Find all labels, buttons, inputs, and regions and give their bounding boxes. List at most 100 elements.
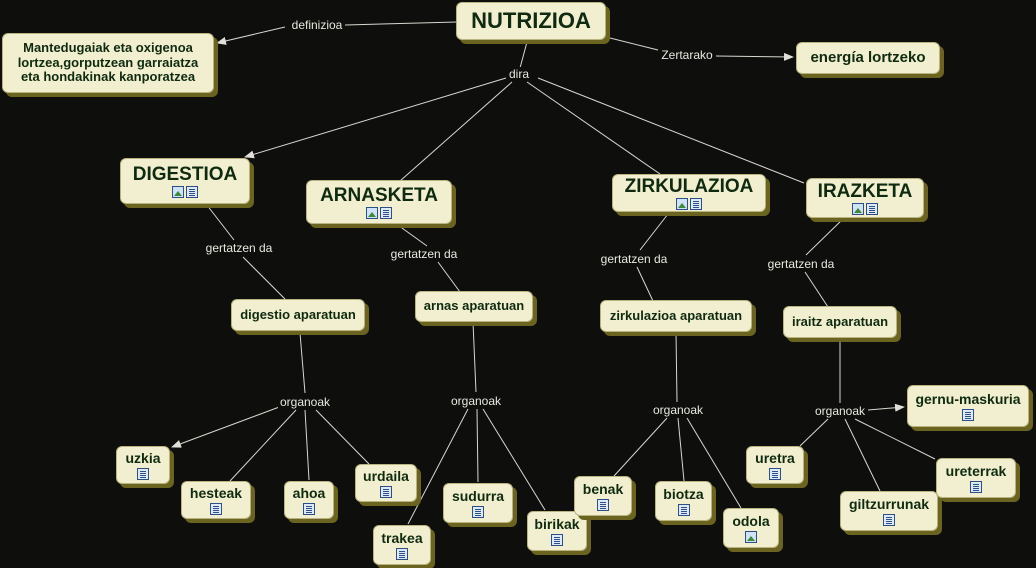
connector-irazketa-gertatzen bbox=[805, 216, 846, 256]
node-odola[interactable]: odola bbox=[723, 508, 779, 548]
node-birikak-label: birikak bbox=[534, 516, 580, 533]
node-sudurra[interactable]: sudurra bbox=[443, 483, 513, 523]
node-ahoa[interactable]: ahoa bbox=[284, 481, 334, 519]
link-label-definizioa: definizioa bbox=[289, 18, 345, 32]
node-uretra[interactable]: uretra bbox=[746, 446, 804, 484]
node-gernu-maskuria[interactable]: gernu-maskuria bbox=[907, 385, 1029, 427]
node-sudurra-label: sudurra bbox=[451, 488, 505, 505]
connector-organoak-ureterrak bbox=[854, 418, 936, 460]
image-icon[interactable] bbox=[852, 203, 864, 216]
node-odola-label: odola bbox=[732, 513, 770, 530]
node-arnas-aparatuan-label: arnas aparatuan bbox=[423, 298, 525, 314]
node-giltzurrunak-label: giltzurrunak bbox=[848, 496, 930, 513]
node-giltzurrunak[interactable]: giltzurrunak bbox=[840, 491, 938, 531]
node-urdaila[interactable]: urdaila bbox=[355, 464, 417, 502]
node-hesteak[interactable]: hesteak bbox=[181, 481, 251, 519]
connector-gertatzen-arnas bbox=[437, 261, 461, 293]
image-icon[interactable] bbox=[676, 198, 688, 211]
link-label-organoak-digestio: organoak bbox=[277, 395, 333, 409]
node-digestio-aparatuan[interactable]: digestio aparatuan bbox=[231, 299, 365, 331]
node-digestioa[interactable]: DIGESTIOA bbox=[120, 158, 250, 204]
connector-gertatzen-iraitz bbox=[804, 271, 829, 308]
node-gernu-maskuria-label: gernu-maskuria bbox=[915, 391, 1021, 408]
document-icon[interactable] bbox=[677, 503, 690, 516]
node-definition-line-1: Mantedugaiak eta oxigenoa bbox=[23, 39, 193, 55]
document-icon[interactable] bbox=[137, 467, 149, 480]
node-trakea-label: trakea bbox=[381, 530, 423, 547]
connector-dira-zirkulazioa bbox=[526, 81, 661, 175]
node-arnasketa[interactable]: ARNASKETA bbox=[306, 180, 452, 224]
node-iraitz-aparatuan[interactable]: iraitz aparatuan bbox=[783, 306, 897, 338]
node-ureterrak-label: ureterrak bbox=[945, 463, 1007, 480]
node-urdaila-label: urdaila bbox=[363, 468, 409, 485]
node-arnas-aparatuan[interactable]: arnas aparatuan bbox=[415, 291, 533, 322]
node-irazketa-label: IRAZKETA bbox=[817, 180, 913, 202]
connector-dira bbox=[519, 41, 528, 69]
document-icon[interactable] bbox=[597, 498, 609, 511]
connector-arnas-organoak bbox=[472, 321, 477, 393]
document-icon[interactable] bbox=[186, 186, 198, 199]
connector-gertatzen-zirkulazioa bbox=[636, 266, 654, 302]
connector-organoak-uretra bbox=[799, 418, 829, 447]
node-uzkia-label: uzkia bbox=[125, 450, 161, 467]
document-icon[interactable] bbox=[380, 485, 392, 498]
document-icon[interactable] bbox=[883, 513, 895, 526]
connector-dira-arnasketa bbox=[399, 81, 513, 182]
connector-arnasketa-gertatzen bbox=[394, 222, 428, 247]
node-zirkulazioa-aparatuan-label: zirkulazioa aparatuan bbox=[609, 307, 743, 323]
node-hesteak-label: hesteak bbox=[189, 485, 243, 502]
node-birikak[interactable]: birikak bbox=[527, 511, 587, 551]
node-biotza[interactable]: biotza bbox=[655, 481, 712, 521]
document-icon[interactable] bbox=[970, 480, 982, 493]
document-icon[interactable] bbox=[690, 198, 702, 211]
document-icon[interactable] bbox=[396, 547, 408, 560]
connector-dira-digestioa bbox=[244, 77, 507, 159]
node-uzkia[interactable]: uzkia bbox=[116, 446, 170, 484]
connector-zertarako bbox=[605, 36, 659, 51]
connector-organoak-birikak bbox=[482, 408, 546, 511]
connector-digestio-organoak bbox=[299, 332, 306, 394]
connector-organoak-sudurra bbox=[476, 408, 479, 483]
node-nutrizioa-label: NUTRIZIOA bbox=[471, 8, 591, 34]
document-icon[interactable] bbox=[769, 467, 781, 480]
node-energia-lortzeko[interactable]: energía lortzeko bbox=[796, 42, 940, 74]
image-icon[interactable] bbox=[745, 530, 757, 543]
connector-gertatzen-digestio bbox=[242, 256, 286, 300]
document-icon[interactable] bbox=[303, 502, 315, 515]
node-definition-line-3: eta hondakinak kanporatzea bbox=[20, 69, 196, 85]
connector-digestioa-gertatzen bbox=[202, 199, 235, 241]
image-icon[interactable] bbox=[366, 207, 378, 220]
node-benak-label: benak bbox=[582, 481, 624, 498]
connector-organoak-trakea bbox=[407, 408, 469, 525]
node-benak[interactable]: benak bbox=[574, 476, 632, 516]
document-icon[interactable] bbox=[472, 505, 484, 518]
connector-zertarako-arrow bbox=[715, 52, 794, 61]
node-zirkulazioa-aparatuan[interactable]: zirkulazioa aparatuan bbox=[600, 300, 752, 332]
connector-organoak-urdaila bbox=[315, 409, 370, 465]
node-ureterrak[interactable]: ureterrak bbox=[936, 458, 1016, 498]
node-energia-lortzeko-label: energía lortzeko bbox=[810, 49, 926, 67]
link-label-gertatzen-da-irazketa: gertatzen da bbox=[765, 257, 837, 271]
connector-organoak-ahoa bbox=[304, 409, 310, 481]
document-icon[interactable] bbox=[380, 207, 392, 220]
document-icon[interactable] bbox=[962, 408, 974, 421]
document-icon[interactable] bbox=[551, 533, 563, 546]
link-label-zertarako: Zertarako bbox=[659, 48, 715, 62]
link-label-gertatzen-da-digestioa: gertatzen da bbox=[203, 241, 275, 255]
link-label-gertatzen-da-arnasketa: gertatzen da bbox=[388, 247, 460, 261]
connector-organoak-hesteak bbox=[229, 409, 297, 482]
node-zirkulazioa-label: ZIRKULAZIOA bbox=[624, 175, 754, 197]
node-definition[interactable]: Mantedugaiak eta oxigenoa lortzea,gorput… bbox=[2, 33, 214, 93]
connector-zirkulazioa-organoak bbox=[675, 331, 678, 403]
node-biotza-label: biotza bbox=[663, 486, 704, 503]
document-icon[interactable] bbox=[866, 203, 878, 216]
node-irazketa[interactable]: IRAZKETA bbox=[806, 178, 924, 218]
node-zirkulazioa[interactable]: ZIRKULAZIOA bbox=[612, 174, 766, 212]
document-icon[interactable] bbox=[210, 502, 222, 515]
node-trakea[interactable]: trakea bbox=[373, 525, 431, 565]
image-icon[interactable] bbox=[172, 186, 184, 199]
node-nutrizioa[interactable]: NUTRIZIOA bbox=[456, 2, 606, 40]
connector-organoak-odola bbox=[686, 417, 742, 509]
connector-dira-irazketa bbox=[537, 77, 805, 184]
